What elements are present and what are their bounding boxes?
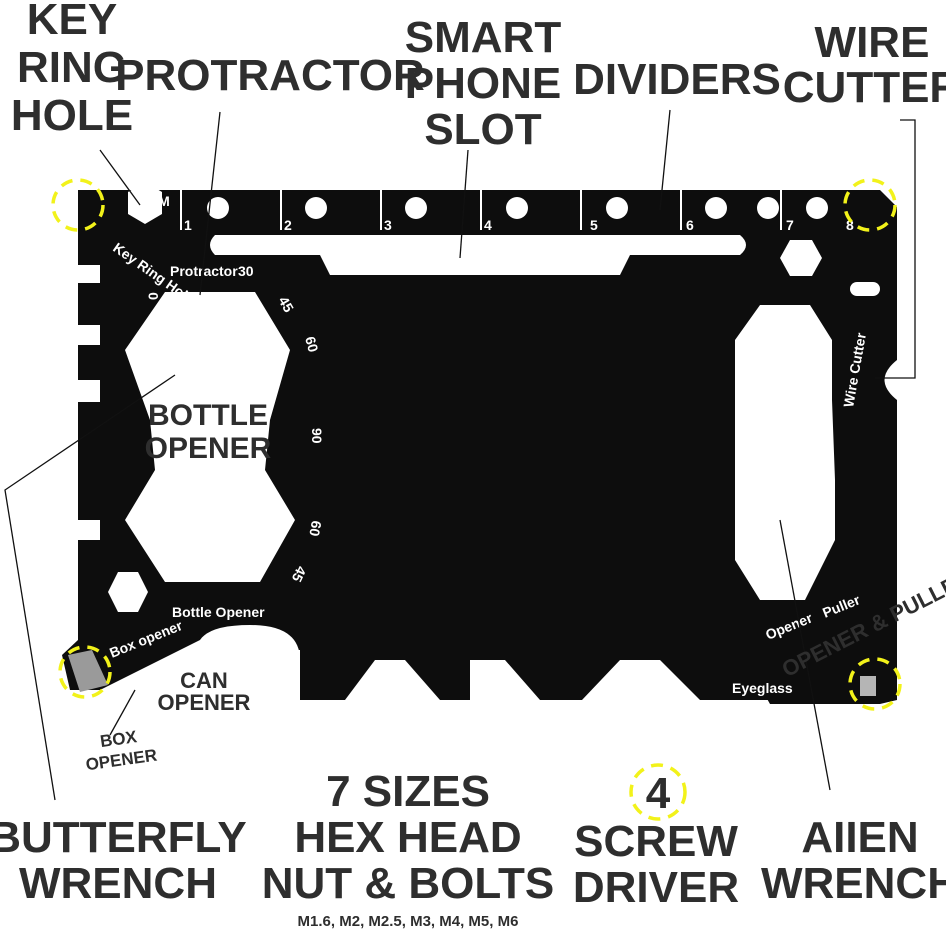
ruler-number: 8 [846, 217, 854, 233]
callout-butterfly-wrench: BUTTERFLY WRENCH [0, 813, 247, 908]
svg-text:NUT & BOLTS: NUT & BOLTS [262, 859, 555, 908]
phone-slot [210, 235, 746, 275]
ruler-number: 7 [786, 217, 794, 233]
svg-text:SCREW: SCREW [574, 817, 738, 866]
callout-can-opener: CAN OPENER [158, 668, 251, 715]
svg-text:KEY: KEY [27, 0, 117, 44]
svg-text:CAN: CAN [180, 668, 228, 693]
svg-text:CUTTER: CUTTER [783, 63, 946, 112]
ruler-number: 2 [284, 217, 292, 233]
comb-notch [76, 520, 100, 540]
bottle-opener-engraving: Bottle Opener [172, 604, 265, 620]
callout-screwdriver: SCREW DRIVER [573, 817, 739, 912]
svg-text:WIRE: WIRE [815, 18, 930, 67]
callout-box-opener: BOX OPENER [84, 727, 158, 775]
highlight-circle [51, 178, 105, 232]
ruler-number: 5 [590, 217, 598, 233]
callout-bottle-opener: BOTTLE OPENER [145, 399, 272, 465]
angle-label: 30 [238, 263, 254, 279]
angle-label: 0 [161, 560, 177, 568]
callout-key-ring-hole: KEY RING HOLE [11, 0, 133, 140]
svg-text:BOTTLE: BOTTLE [148, 399, 268, 432]
svg-text:7 SIZES: 7 SIZES [326, 767, 490, 816]
svg-text:OPENER: OPENER [158, 690, 251, 715]
angle-label: 60 [302, 335, 322, 354]
svg-text:HOLE: HOLE [11, 91, 133, 140]
svg-text:WRENCH: WRENCH [19, 859, 217, 908]
svg-text:HEX HEAD: HEX HEAD [294, 813, 521, 862]
ruler-number: 1 [184, 217, 192, 233]
bottle-opener-cutout [125, 292, 295, 582]
svg-text:BUTTERFLY: BUTTERFLY [0, 813, 247, 862]
callout-protractor: PROTRACTOR [115, 51, 425, 100]
svg-text:SLOT: SLOT [424, 105, 541, 154]
eyeglass-engraving: Eyeglass [732, 680, 793, 696]
svg-text:BOX: BOX [99, 727, 139, 751]
can-opener-gap [260, 650, 300, 700]
svg-text:SMART: SMART [405, 13, 562, 62]
angle-label: 90 [309, 428, 325, 444]
cutter-engraving: Cutter [256, 681, 298, 697]
callout-dividers: DIVIDERS [573, 55, 781, 104]
can-opener-hole [216, 636, 264, 684]
svg-text:PHONE: PHONE [405, 59, 561, 108]
svg-text:AIIEN: AIIEN [801, 813, 918, 862]
callout-smart-phone-slot: SMART PHONE SLOT [405, 13, 562, 154]
highlight-circle [58, 645, 112, 699]
highlight-circle [848, 657, 902, 711]
key-ring-hex [128, 182, 162, 224]
screwdriver-tip [860, 676, 876, 696]
angle-label: 60 [306, 519, 324, 537]
svg-text:OPENER: OPENER [145, 432, 272, 465]
angle-label: 0 [145, 292, 161, 300]
callout-hex-head: 7 SIZES HEX HEAD NUT & BOLTS [262, 767, 555, 908]
protractor-engraving: Protractor [170, 263, 238, 279]
ruler-number: 3 [384, 217, 392, 233]
ruler-number: 4 [484, 217, 492, 233]
hex-nut-hole [108, 572, 148, 612]
svg-text:OPENER: OPENER [84, 746, 158, 775]
angle-label: 45 [275, 294, 297, 316]
comb-notch [76, 325, 100, 345]
svg-text:RING: RING [17, 43, 127, 92]
highlight-circle [629, 763, 687, 821]
leader-lines [4, 109, 916, 801]
callout-wire-cutter: WIRE CUTTER [783, 18, 946, 112]
ruler [180, 190, 880, 296]
angle-label: 45 [289, 564, 310, 585]
box-opener-blade [68, 650, 108, 692]
svg-text:DRIVER: DRIVER [573, 863, 739, 912]
ruler-number: 6 [686, 217, 694, 233]
comb-notch [76, 380, 100, 402]
hex-nut-hole [780, 240, 822, 276]
comb-notch [76, 265, 100, 283]
svg-text:WRENCH: WRENCH [761, 859, 946, 908]
allen-wrench-cutout [735, 305, 835, 600]
callout-allen-wrench: AIIEN WRENCH [761, 813, 946, 908]
cm-label: CM [148, 193, 170, 209]
highlight-circle [843, 178, 897, 232]
screwdriver-count: 4 [646, 769, 671, 818]
hex-sizes-list: M1.6, M2, M2.5, M3, M4, M5, M6 [298, 913, 519, 930]
